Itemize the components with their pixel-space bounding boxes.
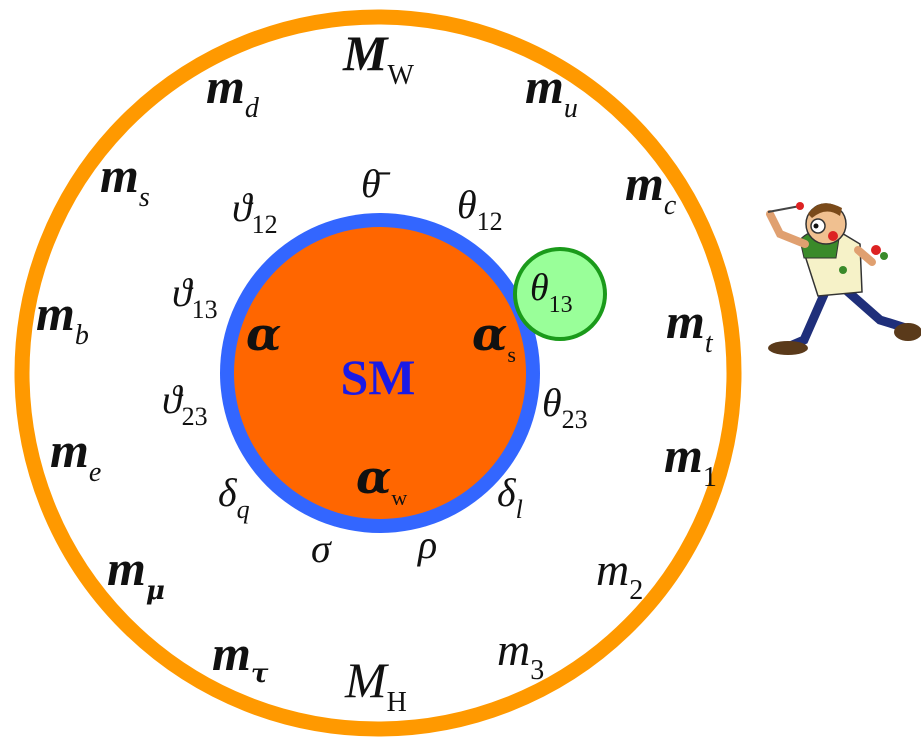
sm-core-disk [234,227,526,519]
mass-label-m3: m3 [497,624,544,686]
mass-label-mmu: mμ [107,540,165,606]
param-vartheta12: ϑ12 [232,185,278,239]
mass-label-mc: mc [625,155,677,221]
mass-label-m1: m1 [664,427,717,493]
mass-label-mw: MW [342,25,414,91]
center-label-sm: SM [341,349,416,405]
param-delta-q: δq [218,470,250,524]
param-theta13: θ13 [530,267,573,318]
mass-label-me: me [50,422,101,488]
mass-label-md: md [206,58,260,124]
mass-label-mtau: mτ [212,625,269,689]
param-delta-l: δl [497,470,523,524]
coupling-alpha-s: αs [472,307,516,367]
dart-thrower-icon [750,183,921,358]
mass-label-mb: mb [36,285,89,351]
param-rho: ρ [416,522,437,567]
param-vartheta13: ϑ13 [172,270,218,324]
param-theta12: θ12 [457,182,503,236]
mass-label-mu: mu [525,58,578,124]
outer-mass-labels: MW mu mc mt m1 m2 m3 MH [36,25,717,718]
param-sigma: σ [311,526,332,571]
param-theta23: θ23 [542,380,588,434]
mass-label-m2: m2 [596,544,643,606]
coupling-alpha-w: αw [356,450,407,510]
coupling-alpha: α [246,307,281,361]
mass-label-ms: ms [100,147,150,213]
mass-label-mt: mt [666,293,714,359]
outer-mass-ring [14,9,742,737]
mass-label-mh: MH [344,652,407,718]
highlight-circle [513,247,607,341]
param-theta-bar: θ̄ [361,161,391,206]
param-vartheta23: ϑ23 [162,377,208,431]
coupling-labels: α αs αw [246,307,516,510]
